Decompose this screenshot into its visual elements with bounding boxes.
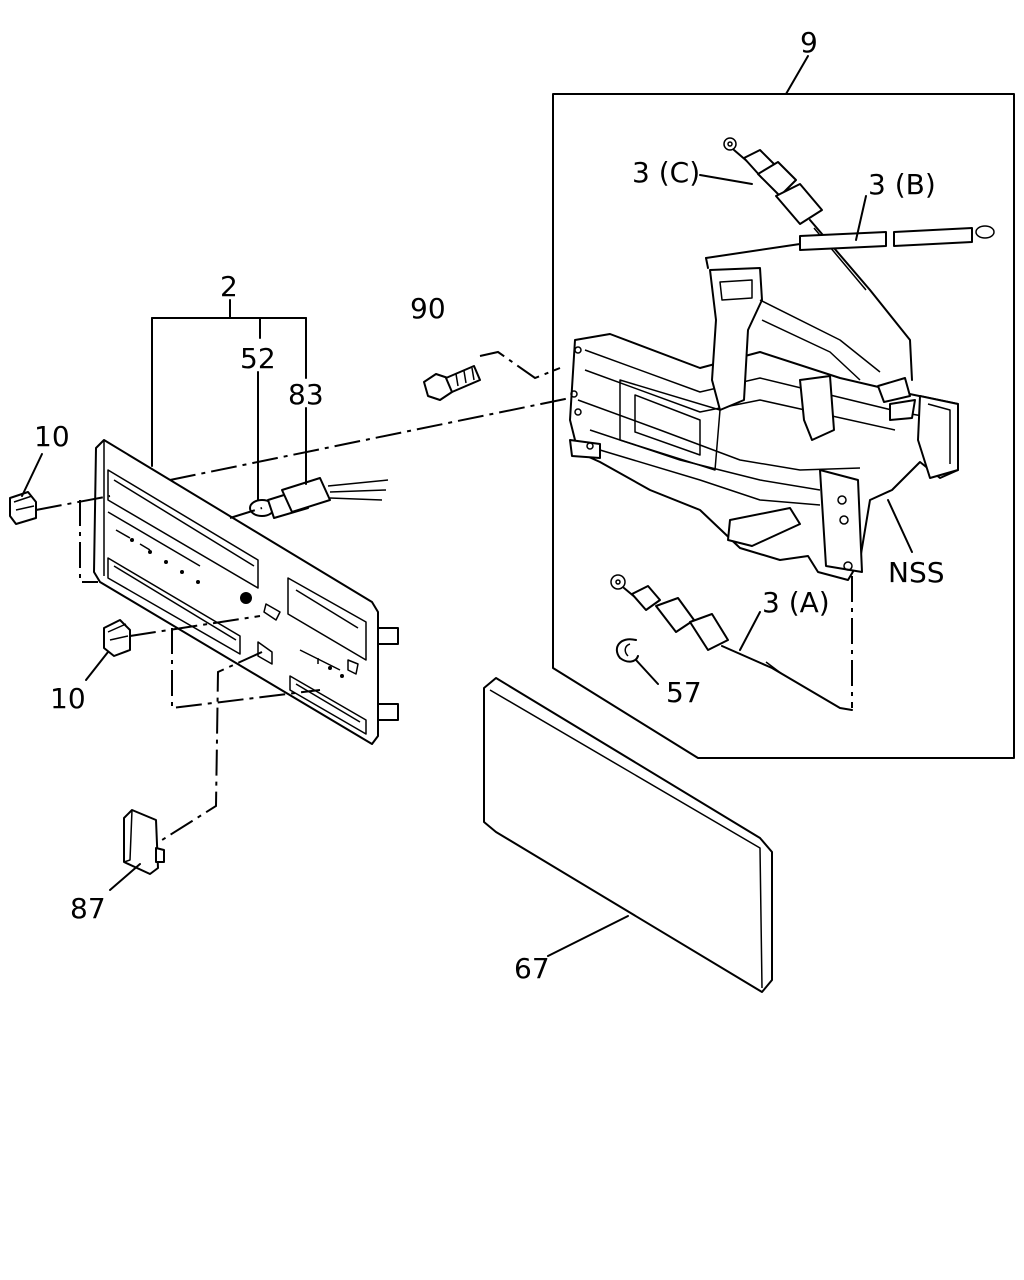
callout-socket: 83 <box>288 378 324 411</box>
cable-b <box>705 225 995 269</box>
callout-knob-bottom: 10 <box>50 682 86 715</box>
control-unit-body <box>569 267 959 581</box>
bolt-90 <box>423 365 481 401</box>
callout-leaders <box>21 174 913 957</box>
bulb-socket <box>249 477 389 519</box>
callout-knob-top: 10 <box>34 420 70 453</box>
cable-a <box>610 574 853 711</box>
cap-87 <box>123 809 165 875</box>
clip-57 <box>615 638 639 663</box>
callout-cover: 67 <box>514 952 550 985</box>
leader-lines <box>35 350 853 841</box>
callout-assembly: 9 <box>800 26 818 59</box>
cover-67 <box>483 677 773 993</box>
face-panel <box>93 439 399 745</box>
callout-cap: 87 <box>70 892 106 925</box>
callout-clip: 57 <box>666 676 702 709</box>
assembly-box <box>552 55 1015 759</box>
callout-bolt: 90 <box>410 292 446 325</box>
cable-c <box>723 137 913 381</box>
callout-cable-b: 3 (B) <box>868 168 936 201</box>
knob-10-bottom <box>103 619 131 657</box>
callout-cable-c: 3 (C) <box>632 156 700 189</box>
callout-bulb: 52 <box>240 342 276 375</box>
callout-cable-a: 3 (A) <box>762 586 830 619</box>
callout-panel: 2 <box>220 270 238 303</box>
knob-10-top <box>9 491 37 525</box>
callout-nss: NSS <box>888 556 945 589</box>
